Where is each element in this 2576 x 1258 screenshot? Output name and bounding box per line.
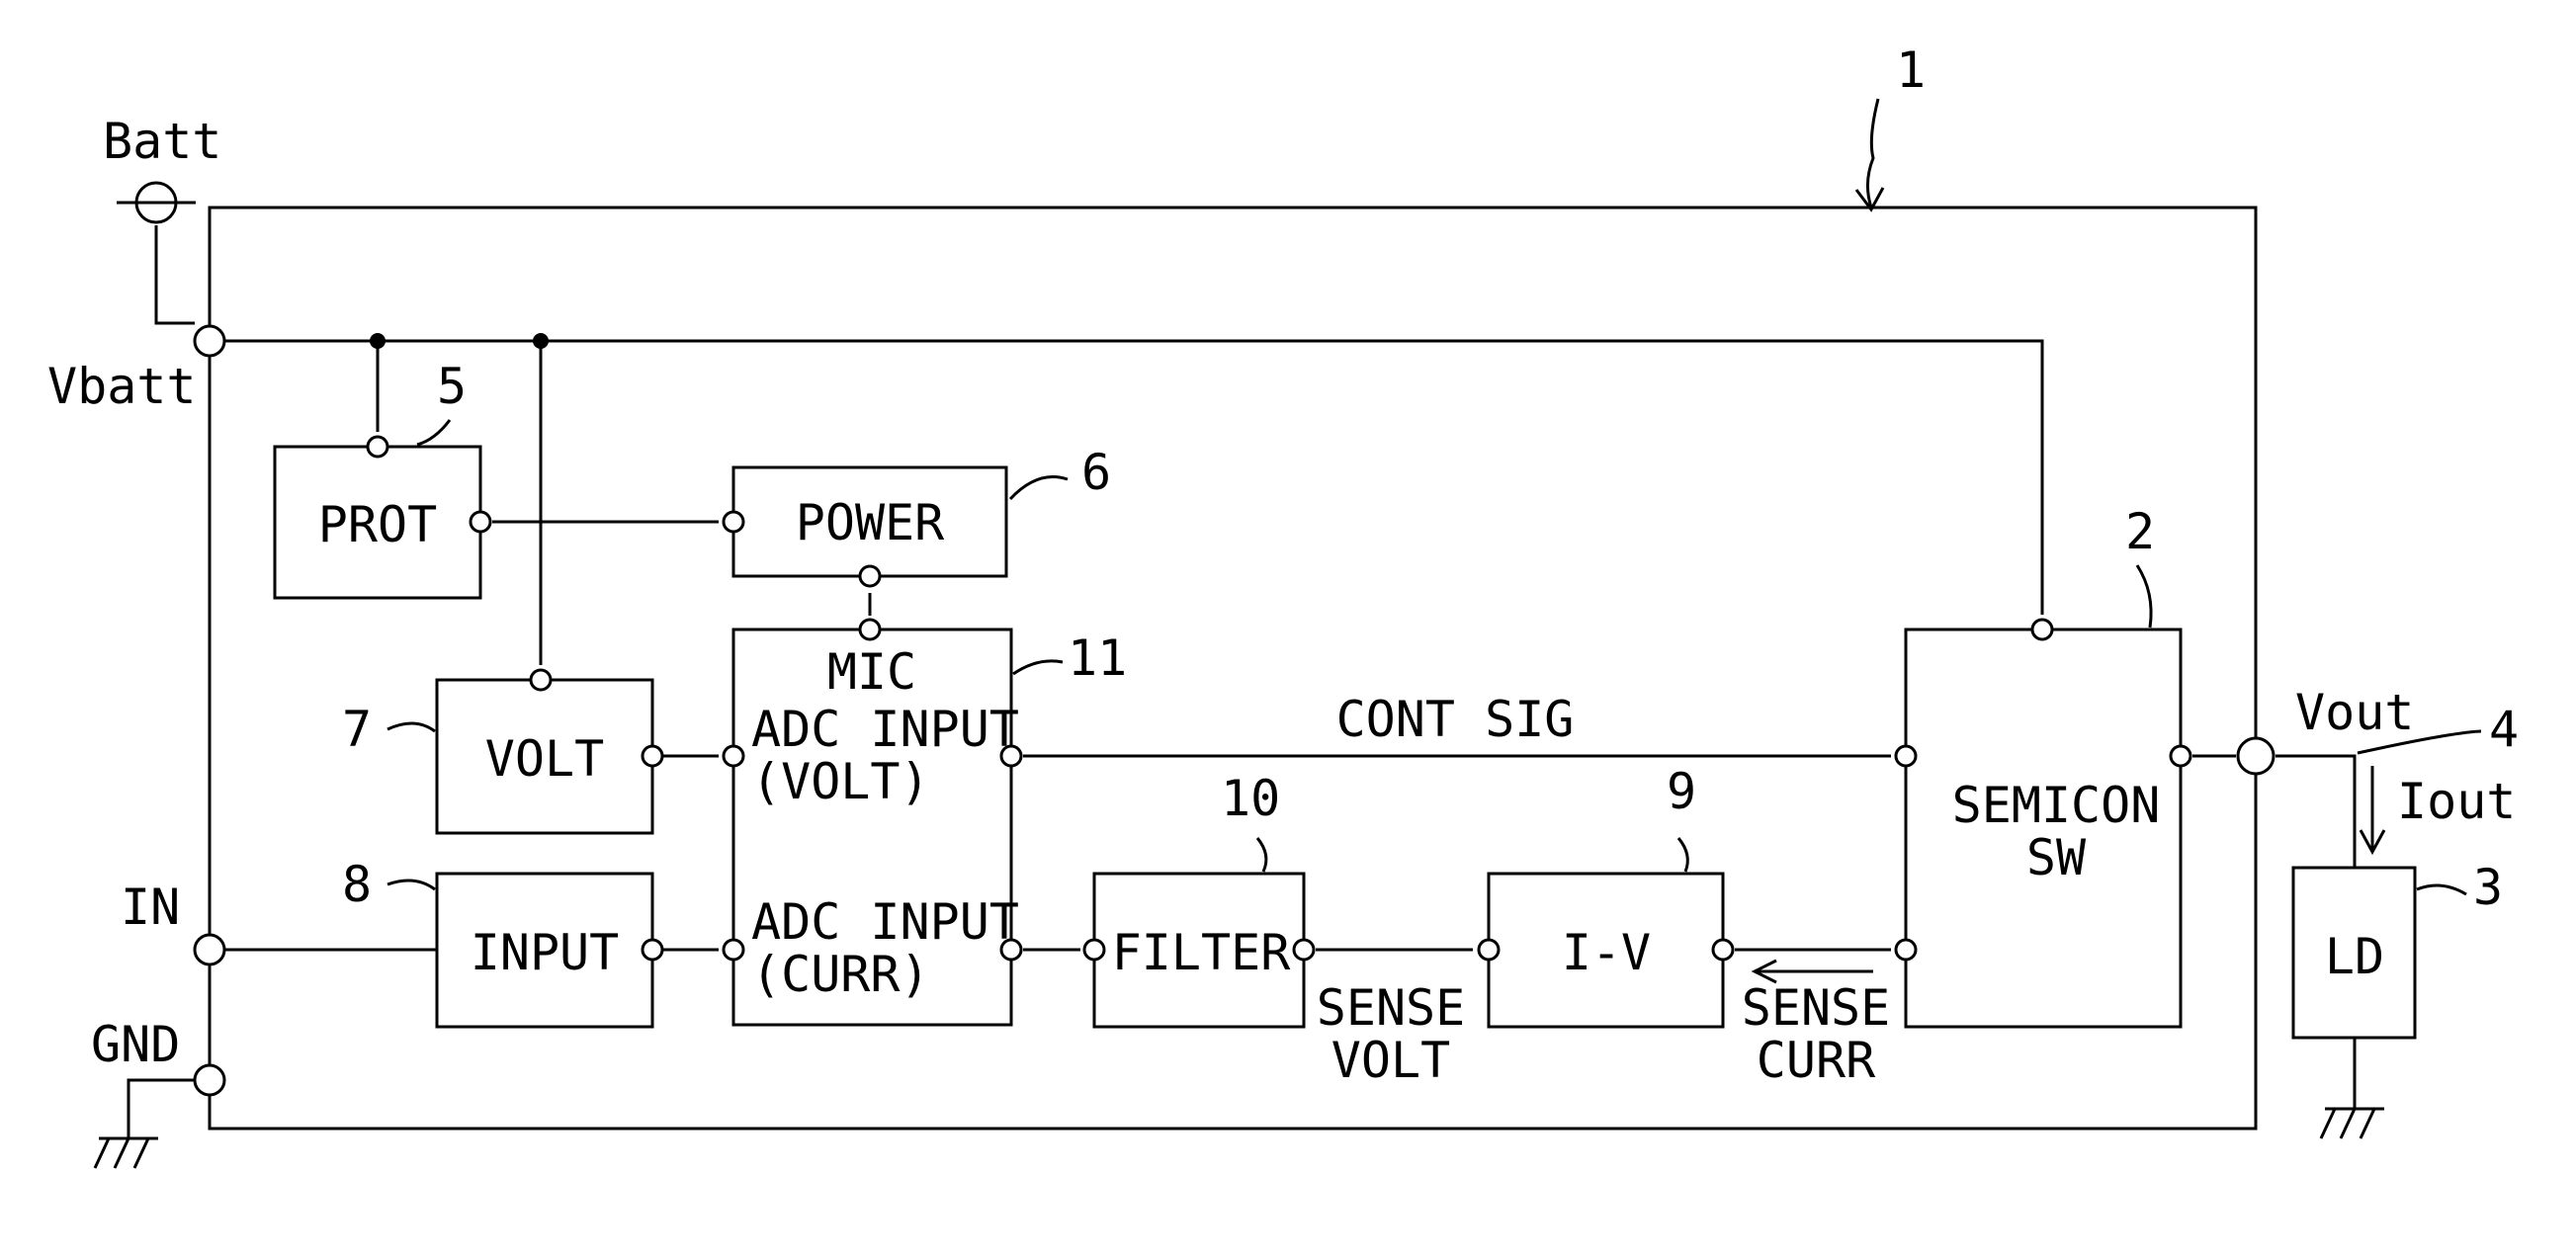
ref-9: 9 [1667,763,1696,820]
junction-dot [533,333,549,349]
leader-3 [2417,885,2466,894]
ld-label: LD [2325,928,2384,985]
sense-volt-label-2: VOLT [1331,1032,1450,1089]
terminal [368,437,387,457]
ref-10: 10 [1221,770,1280,827]
leader-5 [417,420,450,445]
vout-to-ld [2275,756,2355,868]
adc-curr-label-2: (CURR) [751,946,930,1003]
ground-icon [2321,1109,2384,1138]
volt-label: VOLT [485,730,604,788]
batt-terminal-icon [117,183,196,222]
terminal [1896,746,1916,766]
terminal [643,940,662,960]
cont-sig-label: CONT SIG [1336,691,1575,748]
terminal [471,512,490,532]
ref-2: 2 [2125,503,2155,560]
terminal [724,746,743,766]
vout-label: Vout [2295,684,2414,741]
terminal [724,940,743,960]
sense-volt-label-1: SENSE [1317,979,1466,1037]
ref-6: 6 [1081,444,1111,501]
leader-7 [387,723,435,731]
batt-label: Batt [103,113,221,170]
terminal [860,620,880,639]
adc-volt-label-1: ADC INPUT [751,701,1019,758]
leader-11 [1013,661,1063,674]
terminal [860,566,880,586]
junction-dot [370,333,386,349]
prot-label: PROT [318,496,437,553]
ref-4: 4 [2489,701,2519,758]
iout-arrow [2361,766,2384,852]
terminal [1896,940,1916,960]
power-label: POWER [796,494,945,551]
ref-1: 1 [1896,42,1926,99]
leader-10 [1257,838,1266,872]
terminal [2032,620,2052,639]
vout-pin [2238,738,2274,774]
terminal [1294,940,1314,960]
ref-5: 5 [437,358,467,415]
ref-11: 11 [1068,629,1127,687]
terminal [724,512,743,532]
semicon-label-1: SEMICON [1952,777,2161,834]
filter-label: FILTER [1112,924,1292,981]
ref-8: 8 [342,856,372,913]
sense-curr-label-2: CURR [1757,1032,1876,1089]
gnd-pin [195,1065,224,1095]
vbatt-bus [224,341,2042,615]
leader-1 [1867,99,1878,208]
iout-label: Iout [2397,773,2516,830]
terminal [531,670,551,690]
terminal [1084,940,1104,960]
adc-curr-label-1: ADC INPUT [751,893,1019,951]
gnd-label: GND [91,1016,180,1073]
semicon-label-2: SW [2026,829,2087,886]
adc-volt-label-2: (VOLT) [751,753,930,810]
terminal [1479,940,1499,960]
terminal [2171,746,2190,766]
ground-icon [95,1138,158,1168]
vbatt-pin [195,326,224,356]
terminal [643,746,662,766]
input-label: INPUT [471,924,620,981]
gnd-lead [129,1080,195,1138]
terminal [1713,940,1733,960]
ref-7: 7 [342,701,372,758]
ref-3: 3 [2473,859,2503,916]
leader-6 [1010,477,1068,500]
in-pin [195,935,224,964]
batt-lead [156,225,195,323]
leader-8 [387,881,435,889]
vbatt-label: Vbatt [47,358,197,415]
in-label: IN [121,879,180,936]
leader-2 [2137,565,2151,628]
sense-curr-label-1: SENSE [1742,979,1891,1037]
leader-9 [1678,838,1687,872]
iv-label: I-V [1562,924,1651,981]
mic-label: MIC [827,643,916,701]
